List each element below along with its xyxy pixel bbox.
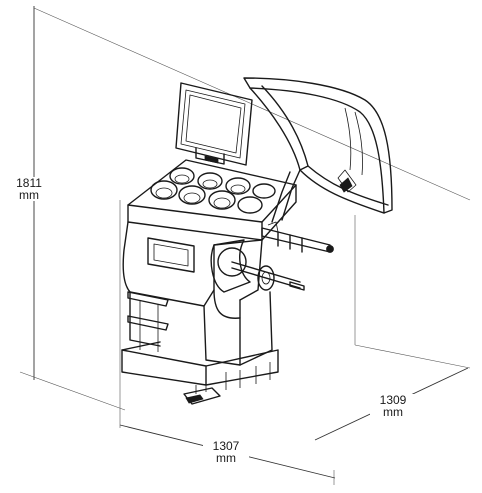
cone-adapter bbox=[257, 265, 275, 291]
width-unit: mm bbox=[216, 451, 236, 465]
depth-value: 1309 bbox=[379, 393, 407, 407]
width-value: 1307 bbox=[212, 439, 240, 453]
lower-shelf bbox=[127, 315, 169, 331]
measuring-arm bbox=[261, 227, 331, 253]
height-label: 1811 mm bbox=[6, 177, 52, 201]
bottom-left-extension-line bbox=[19, 371, 126, 411]
depth-label: 1309 mm bbox=[370, 394, 416, 418]
height-value: 1811 bbox=[16, 176, 42, 190]
upper-shelf bbox=[127, 291, 169, 307]
base-front bbox=[121, 349, 207, 386]
wheel-balancer bbox=[121, 77, 393, 405]
depth-unit: mm bbox=[383, 405, 403, 419]
cabinet-body bbox=[121, 221, 279, 405]
weight-tray bbox=[127, 159, 297, 241]
front-panel bbox=[147, 237, 195, 273]
monitor bbox=[175, 82, 253, 166]
wheel-guard-hood bbox=[243, 77, 393, 223]
shaft-assembly bbox=[210, 221, 334, 293]
width-label: 1307 mm bbox=[203, 440, 249, 464]
height-unit: mm bbox=[19, 188, 39, 202]
depth-base-extension bbox=[354, 344, 471, 369]
